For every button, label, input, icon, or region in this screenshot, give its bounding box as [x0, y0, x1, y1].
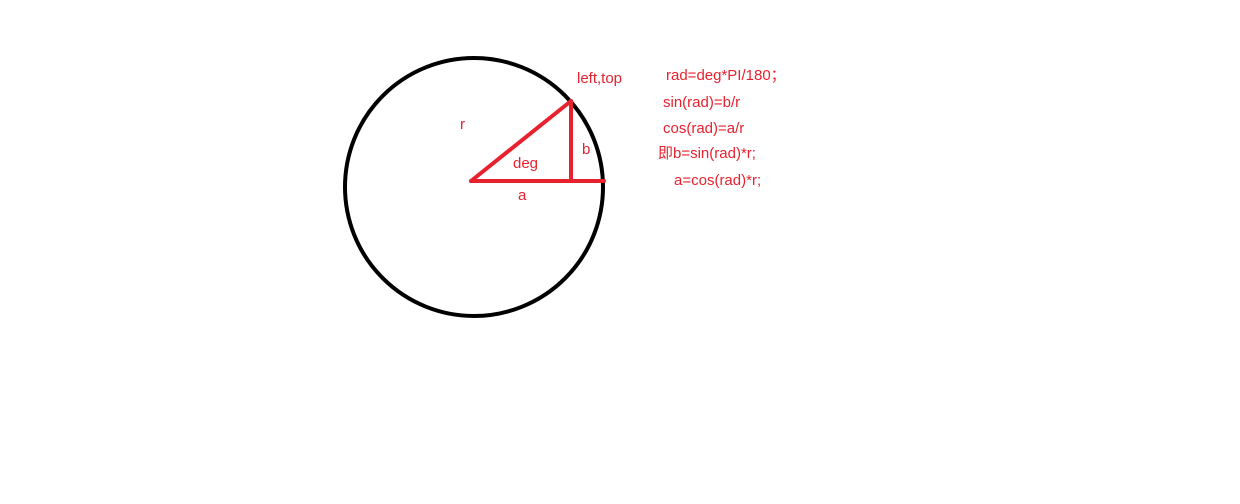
adjacent-label: a — [518, 187, 527, 204]
opposite-label: b — [582, 141, 590, 158]
formula-sin: sin(rad)=b/r — [663, 94, 741, 111]
radius-label: r — [460, 116, 465, 133]
formula-a: a=cos(rad)*r; — [674, 172, 762, 189]
angle-label: deg — [513, 155, 538, 172]
radius-line — [469, 99, 573, 183]
unit-circle — [343, 56, 605, 318]
formula-b: 即b=sin(rad)*r; — [658, 145, 756, 162]
formula-cos: cos(rad)=a/r — [663, 120, 745, 137]
point-label: left,top — [577, 70, 622, 87]
formula-rad: rad=deg*PI/180； — [666, 67, 786, 84]
